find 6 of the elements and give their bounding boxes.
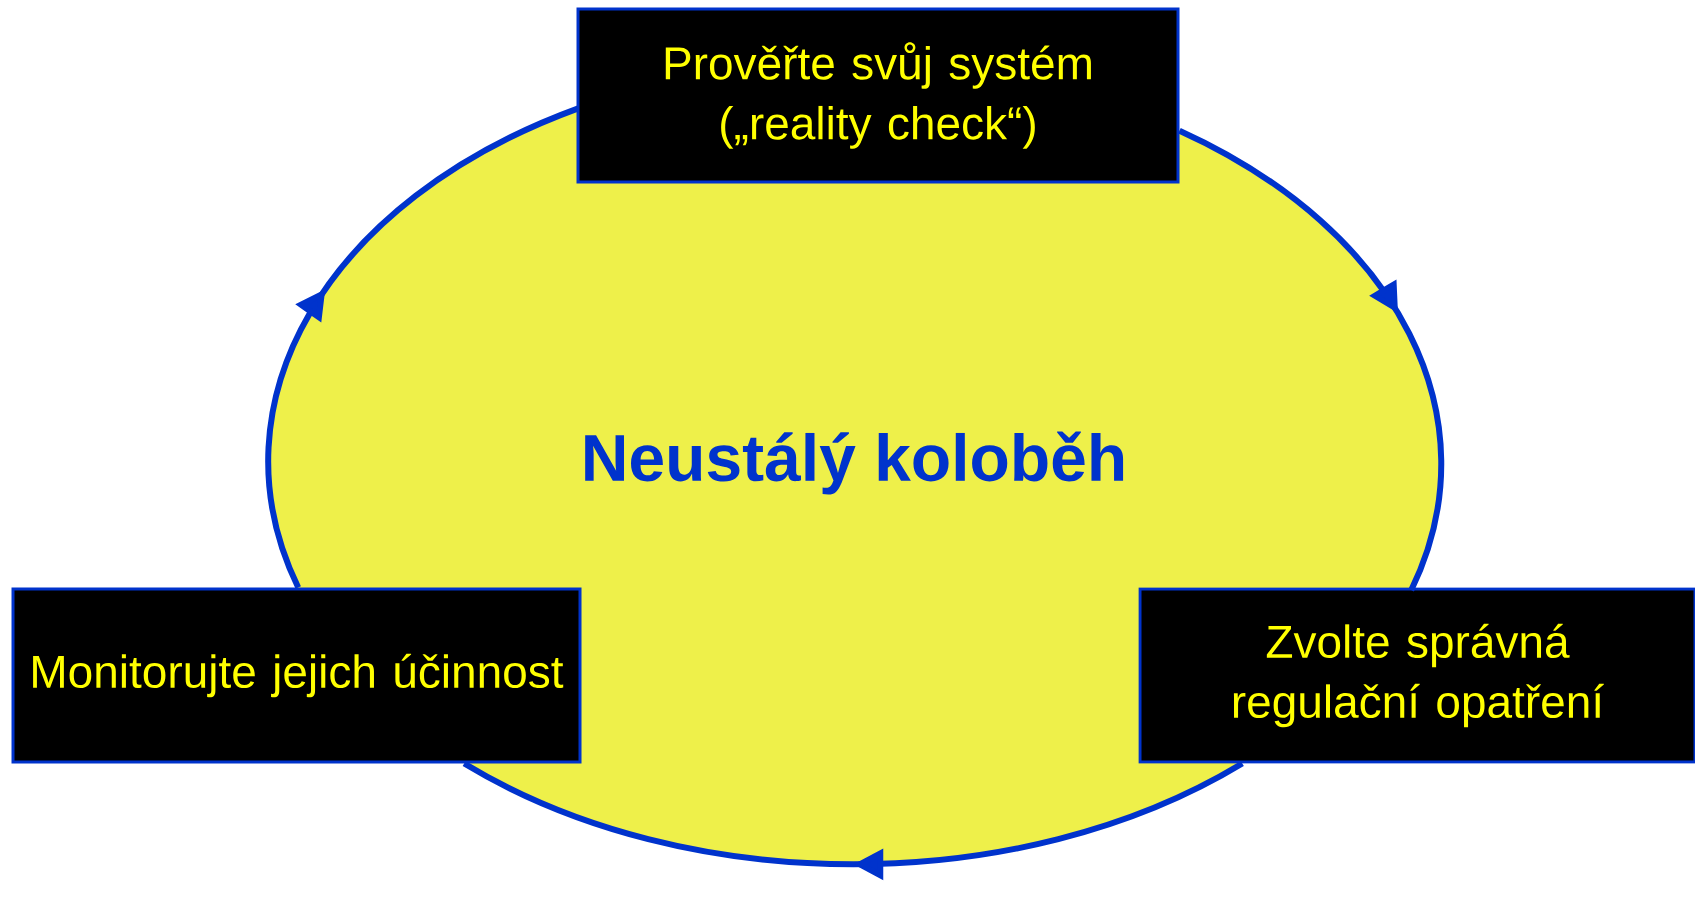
process-box: Prověřte svůj systém („reality check“)	[576, 7, 1180, 184]
process-box: Zvolte správná regulační opatření	[1138, 587, 1695, 764]
process-box: Monitorujte jejich účinnost	[11, 587, 582, 764]
arrow	[265, 105, 580, 589]
arrow	[462, 760, 1244, 881]
arrow	[1178, 128, 1445, 592]
